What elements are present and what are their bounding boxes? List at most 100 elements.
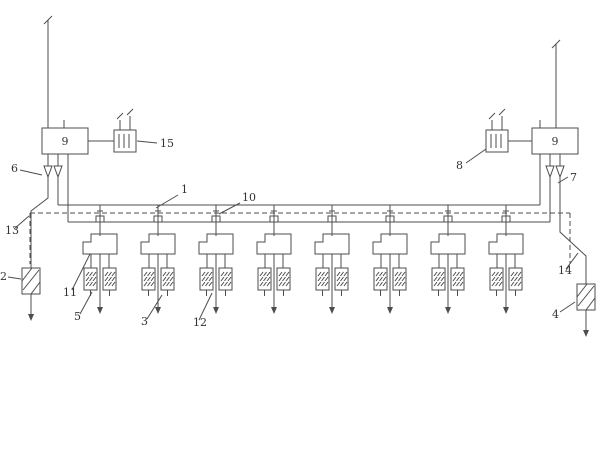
- unit-hatch: [340, 281, 344, 287]
- unit-hatch: [220, 276, 225, 282]
- unit-hatch: [343, 281, 348, 287]
- down-arrow: [503, 307, 509, 314]
- unit-hatch: [375, 281, 380, 287]
- unit-hatch: [336, 271, 341, 277]
- unit-valve-body: [140, 233, 176, 255]
- unit-hatch: [324, 281, 329, 287]
- unit-hatch: [495, 281, 499, 287]
- unit-hatch: [266, 276, 271, 282]
- unit-fitting: [211, 215, 221, 223]
- unit-hatch: [401, 271, 406, 277]
- ref-leader-3: [146, 294, 163, 320]
- breather-right-tick: [488, 112, 496, 120]
- pipe-left-to-reservoir: [30, 177, 49, 268]
- unit-hatch: [162, 276, 167, 282]
- unit-hatch: [437, 276, 441, 282]
- ref-label-5: 5: [74, 310, 81, 323]
- unit-hatch: [336, 281, 341, 287]
- unit-hatch: [495, 276, 499, 282]
- ref-leader-11: [71, 253, 91, 291]
- ref-leader-5: [79, 291, 93, 315]
- breather-left: [113, 129, 137, 153]
- unit-hatch: [147, 281, 151, 287]
- unit-hatch: [259, 276, 264, 282]
- unit-hatch: [111, 281, 116, 287]
- unit-hatch: [317, 281, 322, 287]
- unit-valve-body: [430, 233, 466, 255]
- down-arrow: [213, 307, 219, 314]
- unit-hatch: [437, 271, 441, 277]
- ref-label-15: 15: [160, 137, 174, 150]
- unit-hatch: [321, 276, 325, 282]
- ref-leader-10: [218, 202, 241, 215]
- unit-hatch: [111, 271, 116, 277]
- ref-leader-12: [198, 292, 213, 321]
- unit-hatch: [92, 276, 97, 282]
- vent-tick-right: [551, 39, 561, 49]
- unit-hatch: [398, 281, 402, 287]
- down-arrow: [155, 307, 161, 314]
- lubricator-unit: [488, 205, 524, 314]
- unit-hatch: [394, 276, 399, 282]
- unit-hatch: [104, 276, 109, 282]
- unit-hatch: [89, 271, 93, 277]
- unit-fitting: [153, 215, 163, 223]
- unit-hatch: [285, 276, 290, 282]
- reservoir-left-hatch: [22, 269, 40, 291]
- unit-hatch: [517, 271, 522, 277]
- unit-hatch: [162, 271, 167, 277]
- unit-hatch: [85, 281, 90, 287]
- ref-label-11: 11: [63, 286, 77, 299]
- unit-hatch: [92, 271, 97, 277]
- unit-hatch: [440, 271, 445, 277]
- down-arrow: [329, 307, 335, 314]
- unit-hatch: [85, 276, 90, 282]
- unit-hatch: [147, 276, 151, 282]
- unit-hatch: [459, 271, 464, 277]
- unit-hatch: [382, 271, 387, 277]
- down-arrow: [583, 330, 589, 337]
- ref-label-8: 8: [456, 159, 463, 172]
- unit-hatch: [282, 276, 286, 282]
- check-valve-right-2: [555, 165, 565, 179]
- check-valve-left-2: [53, 165, 63, 179]
- breather-left-tick: [116, 112, 124, 120]
- unit-hatch: [510, 271, 515, 277]
- unit-hatch: [263, 271, 267, 277]
- unit-hatch: [340, 271, 344, 277]
- check-valve-left-1: [43, 165, 53, 179]
- unit-hatch: [456, 276, 460, 282]
- ref-label-4: 4: [552, 308, 559, 321]
- ref-label-3: 3: [141, 315, 148, 328]
- ref-leader-2: [7, 276, 22, 280]
- unit-hatch: [340, 276, 344, 282]
- breather-right-tick: [498, 108, 506, 116]
- unit-hatch: [401, 281, 406, 287]
- unit-hatch: [108, 271, 112, 277]
- unit-hatch: [398, 276, 402, 282]
- unit-hatch: [375, 276, 380, 282]
- unit-hatch: [108, 276, 112, 282]
- unit-hatch: [491, 281, 496, 287]
- unit-hatch: [498, 276, 503, 282]
- unit-hatch: [108, 281, 112, 287]
- unit-hatch: [224, 281, 228, 287]
- ref-leader-1: [155, 194, 179, 209]
- unit-fitting: [385, 215, 395, 223]
- lubricator-unit: [430, 205, 466, 314]
- unit-hatch: [169, 276, 174, 282]
- unit-hatch: [394, 281, 399, 287]
- unit-hatch: [220, 281, 225, 287]
- unit-hatch: [379, 271, 383, 277]
- unit-valve-body: [372, 233, 408, 255]
- unit-hatch: [143, 276, 148, 282]
- ref-label-10: 10: [242, 191, 256, 204]
- unit-valve-body: [198, 233, 234, 255]
- down-arrow: [97, 307, 103, 314]
- unit-hatch: [401, 276, 406, 282]
- unit-hatch: [514, 281, 518, 287]
- unit-hatch: [201, 271, 206, 277]
- unit-hatch: [382, 281, 387, 287]
